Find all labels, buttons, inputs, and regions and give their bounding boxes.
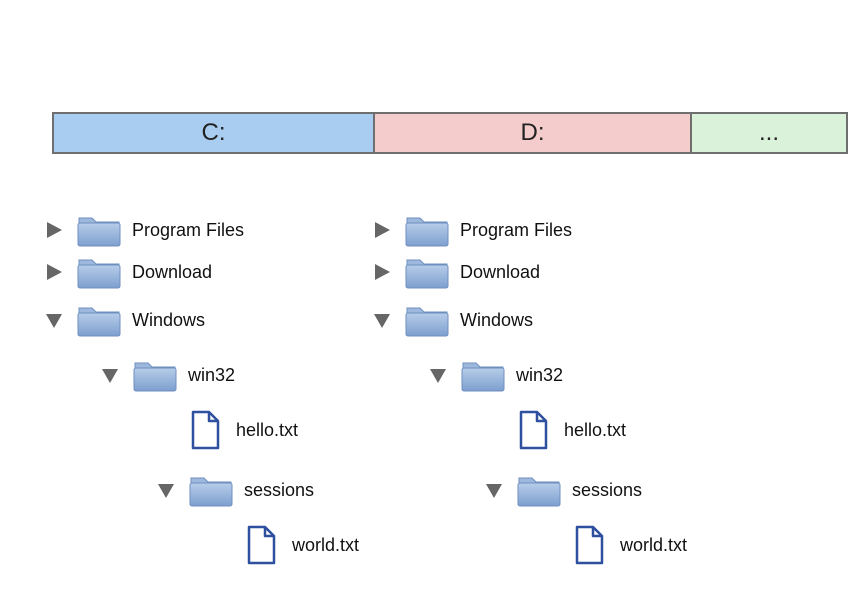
tree-item[interactable]: Windows [372,300,533,340]
tree-item-label: world.txt [292,534,360,555]
drive-bar: C: D: ... [52,112,848,154]
tree-item[interactable]: hello.txt [484,410,626,450]
tree-item-label: Download [132,261,213,282]
folder-icon [404,252,450,292]
tree-item[interactable]: Program Files [372,210,572,250]
folder-icon [404,210,450,250]
tree-item-label: world.txt [620,534,688,555]
folder-icon [132,355,178,395]
tree-item[interactable]: world.txt [540,525,687,565]
tree-item-label: win32 [516,364,564,385]
tree-item-label: Program Files [460,219,573,240]
tree-item[interactable]: sessions [484,470,642,510]
tree-item-label: sessions [244,479,315,500]
triangle-down-icon[interactable] [156,480,176,500]
triangle-right-icon[interactable] [372,220,392,240]
tree-item[interactable]: Program Files [44,210,244,250]
tree-item-label: Windows [460,309,534,330]
folder-icon [188,470,234,510]
tree-item[interactable]: win32 [428,355,563,395]
tree-item[interactable]: Download [44,252,212,292]
tree-item-label: Program Files [132,219,245,240]
triangle-right-icon[interactable] [44,262,64,282]
file-icon [244,525,278,565]
tree-item[interactable]: sessions [156,470,314,510]
folder-icon [404,300,450,340]
triangle-down-icon[interactable] [428,365,448,385]
tree-item-label: hello.txt [236,419,299,440]
drive-more[interactable]: ... [692,114,846,152]
tree-item-label: hello.txt [564,419,627,440]
file-icon [188,410,222,450]
tree-item[interactable]: hello.txt [156,410,298,450]
triangle-down-icon[interactable] [100,365,120,385]
folder-icon [76,210,122,250]
tree-item-label: Download [460,261,541,282]
tree-item[interactable]: win32 [100,355,235,395]
file-icon [572,525,606,565]
triangle-down-icon[interactable] [372,310,392,330]
folder-icon [460,355,506,395]
triangle-down-icon[interactable] [484,480,504,500]
tree-item-label: win32 [188,364,236,385]
drive-c[interactable]: C: [54,114,375,152]
tree-item[interactable]: world.txt [212,525,359,565]
drive-d[interactable]: D: [375,114,692,152]
tree-item-label: Windows [132,309,206,330]
file-icon [516,410,550,450]
tree-item-label: sessions [572,479,643,500]
triangle-right-icon[interactable] [44,220,64,240]
tree-item[interactable]: Windows [44,300,205,340]
folder-icon [76,300,122,340]
triangle-down-icon[interactable] [44,310,64,330]
folder-icon [516,470,562,510]
triangle-right-icon[interactable] [372,262,392,282]
folder-icon [76,252,122,292]
tree-item[interactable]: Download [372,252,540,292]
